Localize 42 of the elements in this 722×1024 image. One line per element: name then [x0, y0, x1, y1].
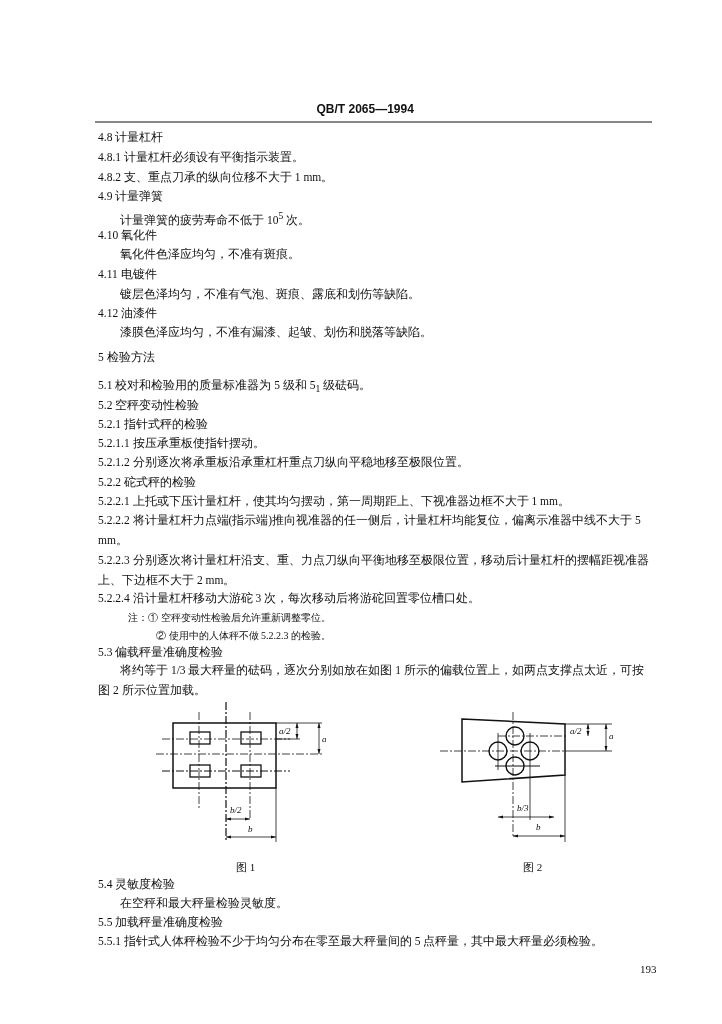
section-heading: 4.11 电镀件 — [98, 267, 158, 282]
paragraph: 计量弹簧的疲劳寿命不低于 10$^{5}$ 次。 — [120, 209, 312, 228]
paragraph: 5.2.2.4 沿计量杠杆移动大游砣 3 次，每次移动后将游砣回置零位槽口处。 — [98, 591, 481, 606]
paragraph: 氧化件色泽应均匀，不准有斑痕。 — [120, 247, 301, 262]
section-heading: 4.9 计量弹簧 — [98, 189, 165, 204]
section-heading: 5.4 灵敏度检验 — [98, 877, 177, 892]
paragraph: 4.8.1 计量杠杆必须设有平衡指示装置。 — [98, 150, 305, 165]
paragraph: 漆膜色泽应均匀，不准有漏漆、起皱、划伤和脱落等缺陷。 — [120, 325, 433, 340]
section-heading: 4.10 氧化件 — [98, 228, 158, 243]
section-heading: 5.5 加载秤量准确度检验 — [98, 915, 225, 930]
section-heading: 5.2.2 砣式秤的检验 — [98, 475, 197, 490]
dimension-label: b — [248, 824, 253, 834]
dimension-label: a — [609, 731, 614, 741]
paragraph: 5.1 校对和检验用的质量标准器为 5 级和 5$_{1}$ 级砝码。 — [98, 378, 373, 397]
paragraph: 5.5.1 指针式人体秤检验不少于均匀分布在零至最大秤量间的 5 点秤量，其中最大秤量必须检验。 — [98, 934, 605, 949]
paragraph: 5.2.2.1 上托或下压计量杠杆，使其均匀摆动，第一周期距上、下视准器边框不大于 1 mm。 — [98, 494, 571, 509]
paragraph: 5.2.1.2 分别逐次将承重板沿承重杠杆重点刀纵向平稳地移至极限位置。 — [98, 455, 470, 470]
dimension-label: b — [536, 822, 541, 832]
dimension-label: b/3 — [517, 803, 529, 813]
paragraph: 5.2.2.3 分别逐次将计量杠杆沿支、重、力点刀纵向平衡地移至极限位置，移动后计量杠杆的摆幅距视准器上、下边框不大于 2 mm。 — [98, 553, 650, 588]
dimension-label: a — [322, 734, 327, 744]
paragraph: 4.8.2 支、重点刀承的纵向位移不大于 1 mm。 — [98, 170, 335, 185]
paragraph: 镀层色泽均匀，不准有气泡、斑痕、露底和划伤等缺陷。 — [120, 287, 421, 302]
section-heading: 4.8 计量杠杆 — [98, 130, 165, 145]
note-text: 注：① 空秤变动性检验后允许重新调整零位。 — [128, 611, 332, 625]
section-heading: 5 检验方法 — [98, 350, 156, 365]
section-heading: 5.3 偏载秤量准确度检验 — [98, 645, 225, 660]
dimension-label: a/2 — [279, 726, 291, 736]
figure-caption: 图 2 — [523, 860, 543, 875]
page-number: 193 — [640, 962, 657, 977]
dimension-label: b/2 — [230, 805, 242, 815]
paragraph: 将约等于 1/3 最大秤量的砝码，逐次分别如放在如图 1 所示的偏载位置上，如两点支撑点太近，可按图 2 所示位置加载。 — [98, 663, 645, 698]
paragraph: 5.2.2.2 将计量杠杆力点端(指示端)推向视准器的任一侧后，计量杠杆均能复位，偏离示准器中线不大于 5 mm。 — [98, 513, 642, 548]
paragraph: 5.2.1.1 按压承重板使指针摆动。 — [98, 436, 266, 451]
dimension-label: a/2 — [570, 726, 582, 736]
section-heading: 5.2.1 指针式秤的检验 — [98, 417, 209, 432]
header-text: QB/T 2065—1994 — [316, 101, 414, 118]
note-text: ② 使用中的人体秤不做 5.2.2.3 的检验。 — [156, 629, 332, 643]
section-heading: 4.12 油漆件 — [98, 306, 158, 321]
figure-caption: 图 1 — [236, 860, 256, 875]
paragraph: 在空秤和最大秤量检验灵敏度。 — [120, 896, 289, 911]
section-heading: 5.2 空秤变动性检验 — [98, 398, 201, 413]
